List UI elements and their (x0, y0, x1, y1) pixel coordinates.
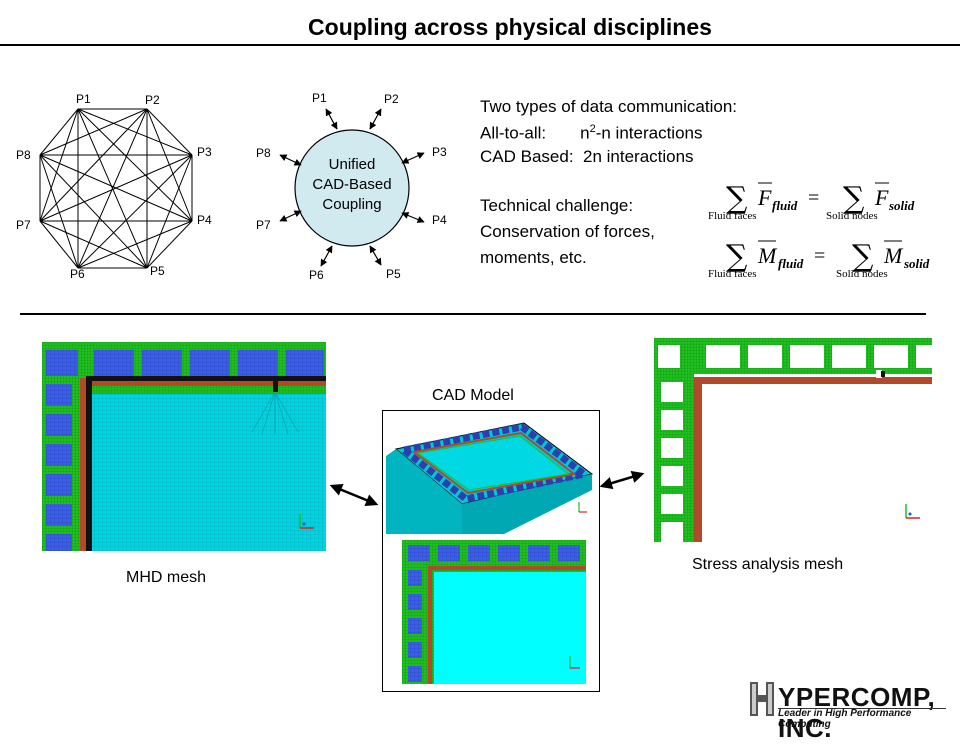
cad-axis-triad (578, 502, 587, 513)
hub-p4-label: P4 (432, 213, 447, 227)
hub-p8-label: P8 (256, 146, 271, 160)
moment-fluid-symbol: M (757, 243, 778, 268)
cad-based-line: CAD Based: 2n interactions (480, 147, 694, 166)
p8-label: P8 (16, 148, 31, 162)
all-to-all-label: All-to-all: (480, 123, 547, 143)
connection-line (77, 220, 193, 269)
p6-label: P6 (70, 267, 85, 281)
page-title: Coupling across physical disciplines (308, 14, 712, 40)
communication-heading: Two types of data communication: (480, 97, 738, 116)
force-solid-subscript: solid (888, 198, 915, 213)
equals-sign-2: = (814, 245, 825, 267)
p5-label: P5 (150, 264, 165, 278)
unified-label-line3: Coupling (322, 196, 381, 213)
cad-model-label: CAD Model (432, 387, 514, 404)
top-view-axis-triad (569, 656, 580, 669)
all-to-all-diagram: P1 P2 P3 P4 P5 P6 P7 P8 (16, 92, 212, 281)
sum-symbol-1: ∑ (726, 181, 748, 216)
stress-mesh-image (654, 338, 932, 542)
fluid-faces-label-1: Fluid faces (708, 210, 757, 222)
p4-label: P4 (197, 213, 212, 227)
connection-line (77, 108, 148, 269)
hub-p2-label: P2 (384, 92, 399, 106)
hub-p5-label: P5 (386, 267, 401, 281)
mhd-axis-triad (299, 514, 314, 529)
stress-mesh-label: Stress analysis mesh (692, 556, 844, 573)
challenge-line2: moments, etc. (480, 248, 587, 267)
connection-line (77, 108, 193, 156)
connection-line (77, 108, 193, 222)
challenge-heading: Technical challenge: (480, 196, 634, 215)
all-to-all-line: All-to-all: n2-n interactions (480, 118, 703, 145)
connection-line (39, 108, 148, 156)
connection-line (39, 154, 193, 222)
logo-h-mark (750, 682, 774, 716)
title-underline (0, 44, 960, 46)
connection-line (39, 220, 79, 269)
force-fluid-subscript: fluid (772, 198, 798, 213)
all-to-all-sup: 2 (589, 123, 596, 135)
hub-p3-label: P3 (432, 145, 447, 159)
moment-solid-symbol: M (883, 243, 904, 268)
cad-model-3d-image (386, 422, 594, 534)
all-to-all-n: n (580, 123, 590, 143)
solid-nodes-label-2: Solid nodes (836, 268, 888, 280)
force-solid-symbol: F (874, 185, 889, 210)
sum-symbol-2: ∑ (843, 181, 865, 216)
mhd-mesh-image (42, 342, 326, 551)
connection-line (146, 220, 193, 269)
double-arrows (279, 108, 425, 267)
stress-axis-triad (905, 504, 920, 519)
connection-line (77, 154, 193, 269)
force-fluid-symbol: F (757, 185, 772, 210)
sum-symbol-3: ∑ (726, 239, 748, 274)
connection-line (39, 154, 148, 269)
hypercomp-logo: YPERCOMP, INC. Leader in High Performanc… (748, 680, 953, 743)
p1-label: P1 (76, 92, 91, 106)
sum-symbol-4: ∑ (852, 239, 874, 274)
connection-line (39, 108, 79, 222)
p7-label: P7 (16, 218, 31, 232)
challenge-line1: Conservation of forces, (480, 222, 655, 241)
moment-solid-subscript: solid (903, 256, 930, 271)
logo-tagline: Leader in High Performance Computing (778, 708, 912, 730)
equals-sign-1: = (808, 187, 819, 209)
solid-nodes-label-1: Solid nodes (826, 210, 878, 222)
connection-line (146, 108, 193, 156)
fluid-faces-label-2: Fluid faces (708, 268, 757, 280)
connection-line (39, 108, 148, 222)
connection-line (39, 154, 79, 269)
all-to-all-rest: -n interactions (595, 123, 703, 143)
cad-stress-arrow (599, 470, 645, 490)
unified-label-line2: CAD-Based (312, 176, 391, 193)
section-divider (20, 313, 926, 315)
unified-label-line1: Unified (329, 156, 376, 173)
cad-based-diagram: Unified CAD-Based Coupling P1 P2 P3 P4 P… (256, 91, 447, 282)
p3-label: P3 (197, 145, 212, 159)
connection-line (39, 108, 79, 156)
mhd-mesh-label: MHD mesh (126, 569, 207, 586)
mesh-link-arrows (329, 470, 645, 506)
hub-p1-label: P1 (312, 91, 327, 105)
mhd-cad-arrow (329, 484, 379, 506)
p2-label: P2 (145, 93, 160, 107)
unified-coupling-bubble (294, 129, 410, 247)
hub-p6-label: P6 (309, 268, 324, 282)
hub-p7-label: P7 (256, 218, 271, 232)
conservation-equations: ∑ F fluid = ∑ F solid Fluid faces Solid … (708, 181, 930, 280)
connection-line (39, 220, 148, 269)
cad-model-top-view-image (402, 540, 586, 684)
moment-fluid-subscript: fluid (778, 256, 804, 271)
